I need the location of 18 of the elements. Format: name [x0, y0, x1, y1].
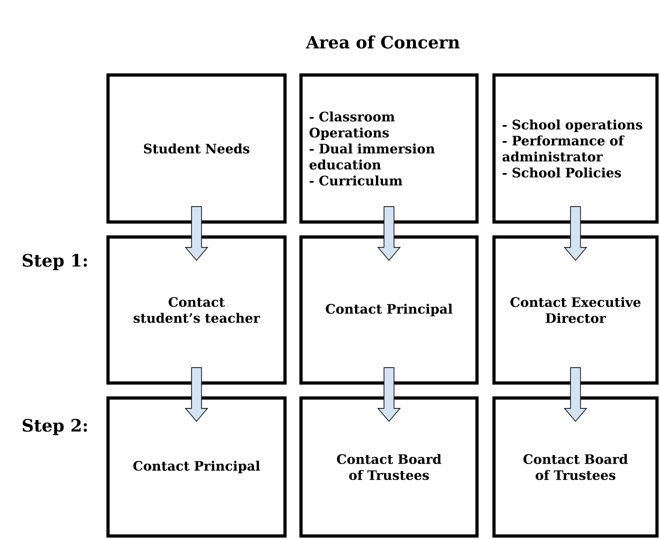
- step-box: Contact Executive Director: [492, 235, 659, 385]
- step-box: Student Needs: [106, 73, 287, 224]
- block-arrow: [184, 206, 208, 261]
- block-arrow: [377, 206, 401, 261]
- step-box: - Classroom Operations - Dual immersion education - Curriculum: [299, 73, 479, 224]
- step-box: Contact Board of Trustees: [492, 396, 659, 538]
- block-arrow: [564, 367, 588, 422]
- step-box: Contact Principal: [299, 235, 479, 385]
- step-box: Contact Principal: [106, 396, 287, 538]
- block-arrow: [377, 367, 401, 422]
- step-box: Contact student’s teacher: [106, 235, 287, 385]
- block-arrow: [564, 206, 588, 261]
- block-arrow: [184, 367, 208, 422]
- step-box: - School operations - Performance of administrator - School Policies: [492, 73, 659, 224]
- step-label: Step 2:: [22, 418, 87, 436]
- title: Area of Concern: [306, 35, 460, 49]
- step-box: Contact Board of Trustees: [299, 396, 479, 538]
- step-label: Step 1:: [22, 254, 87, 270]
